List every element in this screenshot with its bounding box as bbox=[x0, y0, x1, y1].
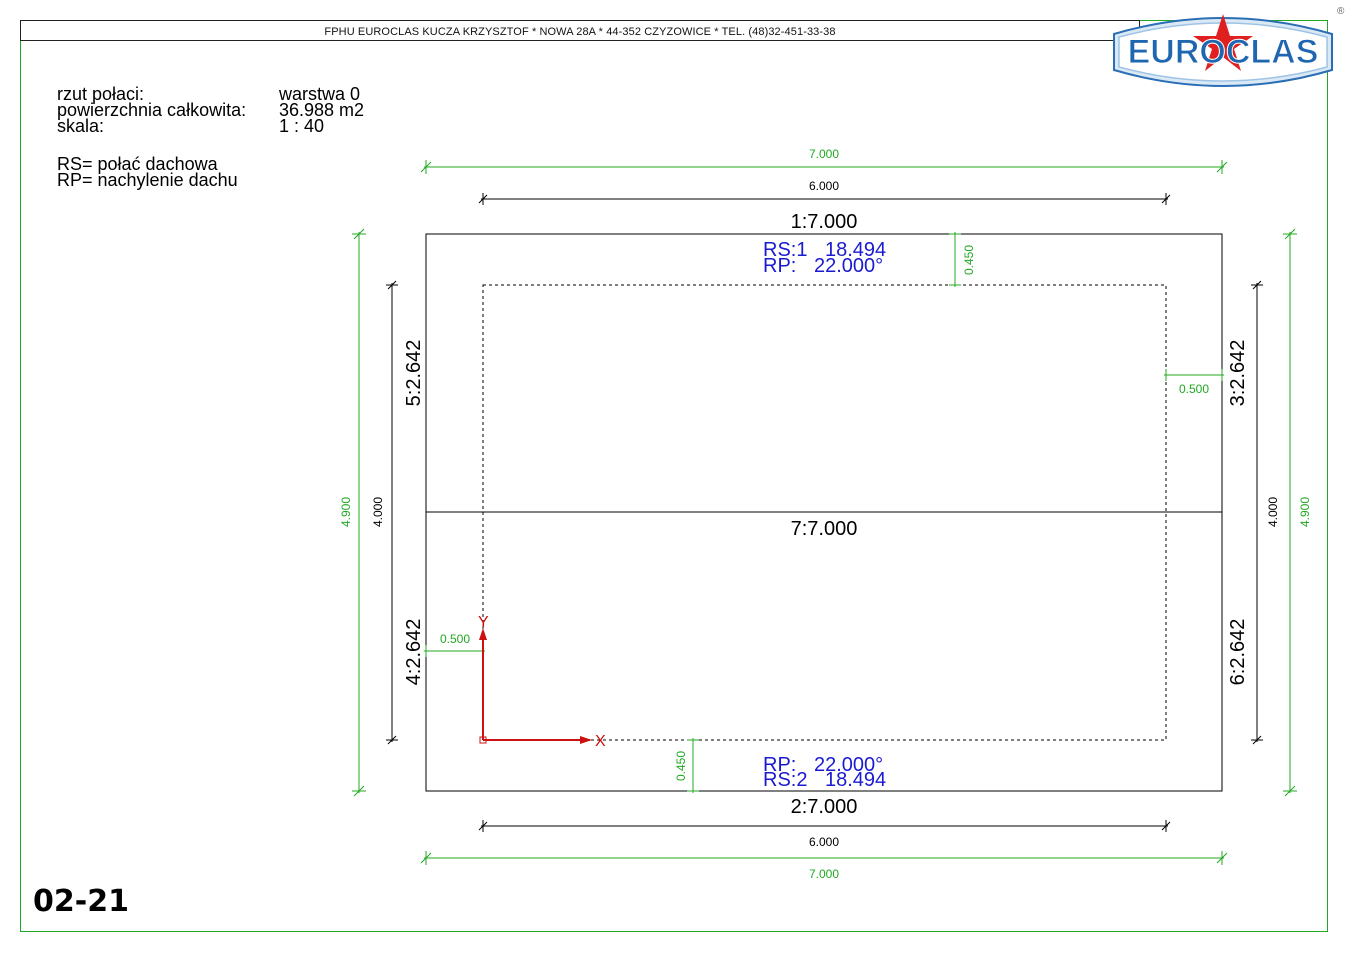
edge-5-label: 5:2.642 bbox=[403, 340, 425, 407]
dim-overhang-left-label: 0.500 bbox=[440, 632, 470, 646]
dim-top-outer-label: 7.000 bbox=[809, 147, 839, 161]
dim-right-outer bbox=[1283, 228, 1297, 797]
logo-text: EUROCLAS bbox=[1128, 33, 1319, 71]
slope-2-area: 18.494 bbox=[825, 769, 886, 791]
area-value: 36.988 m2 bbox=[279, 100, 365, 120]
dim-overhang-right bbox=[1164, 369, 1224, 381]
dim-overhang-bottom bbox=[687, 738, 699, 793]
dim-bottom-inner-label: 6.000 bbox=[809, 835, 839, 849]
registered-mark: ® bbox=[1337, 6, 1345, 17]
dim-right-inner bbox=[1251, 280, 1263, 745]
dim-overhang-top bbox=[949, 232, 961, 287]
euroclas-logo: EUROCLAS bbox=[1110, 8, 1336, 96]
slope-2-angle: 22.000° bbox=[814, 754, 883, 776]
edge-3-label: 3:2.642 bbox=[1227, 340, 1249, 407]
dim-top-inner-label: 6.000 bbox=[809, 179, 839, 193]
rzut-value: warstwa 0 bbox=[279, 84, 361, 104]
dim-overhang-top-label: 0.450 bbox=[962, 245, 976, 275]
dim-left-outer bbox=[352, 228, 366, 797]
dim-overhang-bottom-label: 0.450 bbox=[674, 751, 688, 781]
dim-bottom-outer bbox=[420, 851, 1228, 865]
edge-2-label: 2:7.000 bbox=[791, 796, 858, 818]
scale-label: skala: bbox=[57, 116, 105, 136]
area-label: powierzchnia całkowita: bbox=[57, 100, 247, 120]
wall-outline bbox=[482, 284, 1167, 741]
company-header: FPHU EUROCLAS KUCZA KRZYSZTOF * NOWA 28A… bbox=[324, 26, 836, 38]
dim-left-outer-label: 4.900 bbox=[339, 497, 353, 527]
legend-rs: RS= połać dachowa bbox=[57, 154, 218, 174]
slope-1-rp-label: RP: bbox=[763, 255, 796, 277]
drawing-code: 02-21 bbox=[33, 884, 129, 919]
dim-left-inner bbox=[386, 280, 398, 745]
x-axis-label: X bbox=[595, 733, 606, 750]
y-axis-label: Y bbox=[478, 614, 489, 631]
dim-left-inner-label: 4.000 bbox=[371, 497, 385, 527]
slope-2-rs-label: RS:2 bbox=[763, 769, 807, 791]
dim-bottom-outer-label: 7.000 bbox=[809, 867, 839, 881]
dim-right-outer-label: 4.900 bbox=[1298, 497, 1312, 527]
edge-6-label: 6:2.642 bbox=[1227, 619, 1249, 686]
slope-1-angle: 22.000° bbox=[814, 255, 883, 277]
scale-value: 1 : 40 bbox=[279, 116, 325, 136]
rzut-label: rzut połaci: bbox=[57, 84, 145, 104]
edge-4-label: 4:2.642 bbox=[403, 619, 425, 686]
dim-bottom-inner bbox=[478, 820, 1171, 832]
coordinate-axes bbox=[479, 628, 592, 744]
edge-1-label: 1:7.000 bbox=[791, 211, 858, 233]
dim-overhang-left bbox=[424, 645, 485, 657]
legend-rp: RP= nachylenie dachu bbox=[57, 170, 238, 190]
slope-1-rs-label: RS:1 bbox=[763, 239, 807, 261]
slope-2-rp-label: RP: bbox=[763, 754, 796, 776]
dim-top-inner bbox=[478, 193, 1171, 205]
dim-right-inner-label: 4.000 bbox=[1266, 497, 1280, 527]
slope-1-area: 18.494 bbox=[825, 239, 886, 261]
dim-top-outer bbox=[420, 160, 1228, 174]
dim-overhang-right-label: 0.500 bbox=[1179, 382, 1209, 396]
logo-graphic: EUROCLAS bbox=[1113, 14, 1333, 87]
edge-7-label: 7:7.000 bbox=[791, 518, 858, 540]
